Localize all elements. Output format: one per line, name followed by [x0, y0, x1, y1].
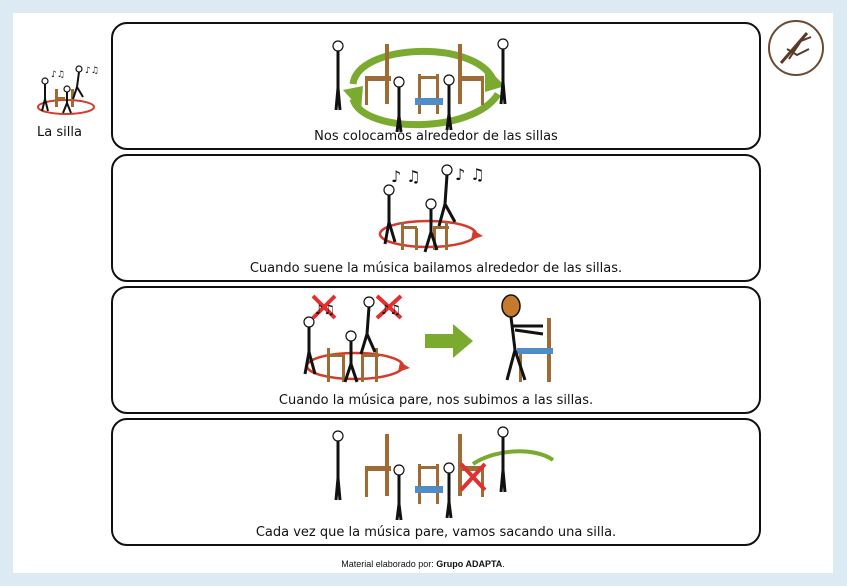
activity-title: La silla: [37, 125, 82, 140]
svg-text:♪ ♫: ♪ ♫: [455, 165, 485, 184]
step-2-illustration: ♪ ♫ ♪ ♫: [378, 164, 485, 253]
step-4-illustration: [332, 426, 555, 521]
step-2-panel: ♪ ♫ ♪ ♫ Cuando suene la música bailamos …: [111, 154, 761, 282]
step-3-panel: ♪♫ ♪♫ Cuando la música pare, nos subimos…: [111, 286, 761, 414]
svg-text:♪♫: ♪♫: [51, 70, 65, 80]
musical-chairs-icon: ♪♫ ♪♫: [37, 65, 99, 115]
footer-suffix: .: [502, 559, 505, 569]
activity-title-block: ♪♫ ♪♫ La silla: [31, 53, 101, 140]
step-4-panel: Cada vez que la música pare, vamos sacan…: [111, 418, 761, 546]
step-1-illustration: [332, 38, 509, 133]
svg-text:♪ ♫: ♪ ♫: [391, 167, 421, 186]
step-2-caption: Cuando suene la música bailamos alrededo…: [249, 261, 623, 276]
step-3-illustration: ♪♫ ♪♫: [303, 294, 553, 383]
step-1-caption: Nos colocamos alrededor de las sillas: [314, 129, 558, 144]
svg-text:♪♫: ♪♫: [381, 303, 401, 318]
footer-author: Grupo ADAPTA: [436, 559, 503, 569]
footer-prefix: Material elaborado por:: [341, 559, 434, 569]
step-1-panel: Nos colocamos alrededor de las sillas: [111, 22, 761, 150]
svg-text:♪♫: ♪♫: [315, 303, 335, 318]
footer-credit: Material elaborado por: Grupo ADAPTA.: [13, 559, 833, 569]
activity-sheet: ♪♫ ♪♫ La silla: [13, 13, 833, 573]
brand-logo-icon: [768, 20, 824, 76]
svg-text:♪♫: ♪♫: [85, 66, 99, 76]
step-4-caption: Cada vez que la música pare, vamos sacan…: [255, 525, 617, 540]
step-3-caption: Cuando la música pare, nos subimos a las…: [278, 393, 594, 408]
